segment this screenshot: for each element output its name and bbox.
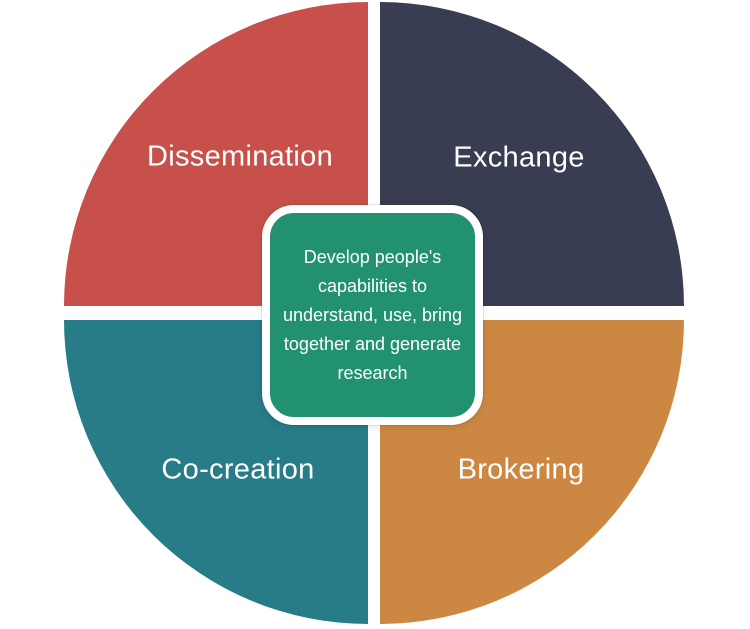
center-text-line: Develop people's <box>303 246 442 267</box>
center-text-line: research <box>337 362 408 383</box>
center-text-line: together and generate <box>283 333 462 354</box>
center-text-line: understand, use, bring <box>282 304 463 325</box>
quadrant-label-dissemination: Dissemination <box>146 140 334 173</box>
quadrant-label-brokering: Brokering <box>457 453 585 486</box>
quadrant-label-co-creation: Co-creation <box>161 453 315 486</box>
center-box: Develop people's capabilities to underst… <box>262 205 483 425</box>
quadrant-label-exchange: Exchange <box>453 141 585 174</box>
center-text-line: capabilities to <box>317 275 428 296</box>
center-box-text: Develop people's capabilities to underst… <box>283 243 462 388</box>
